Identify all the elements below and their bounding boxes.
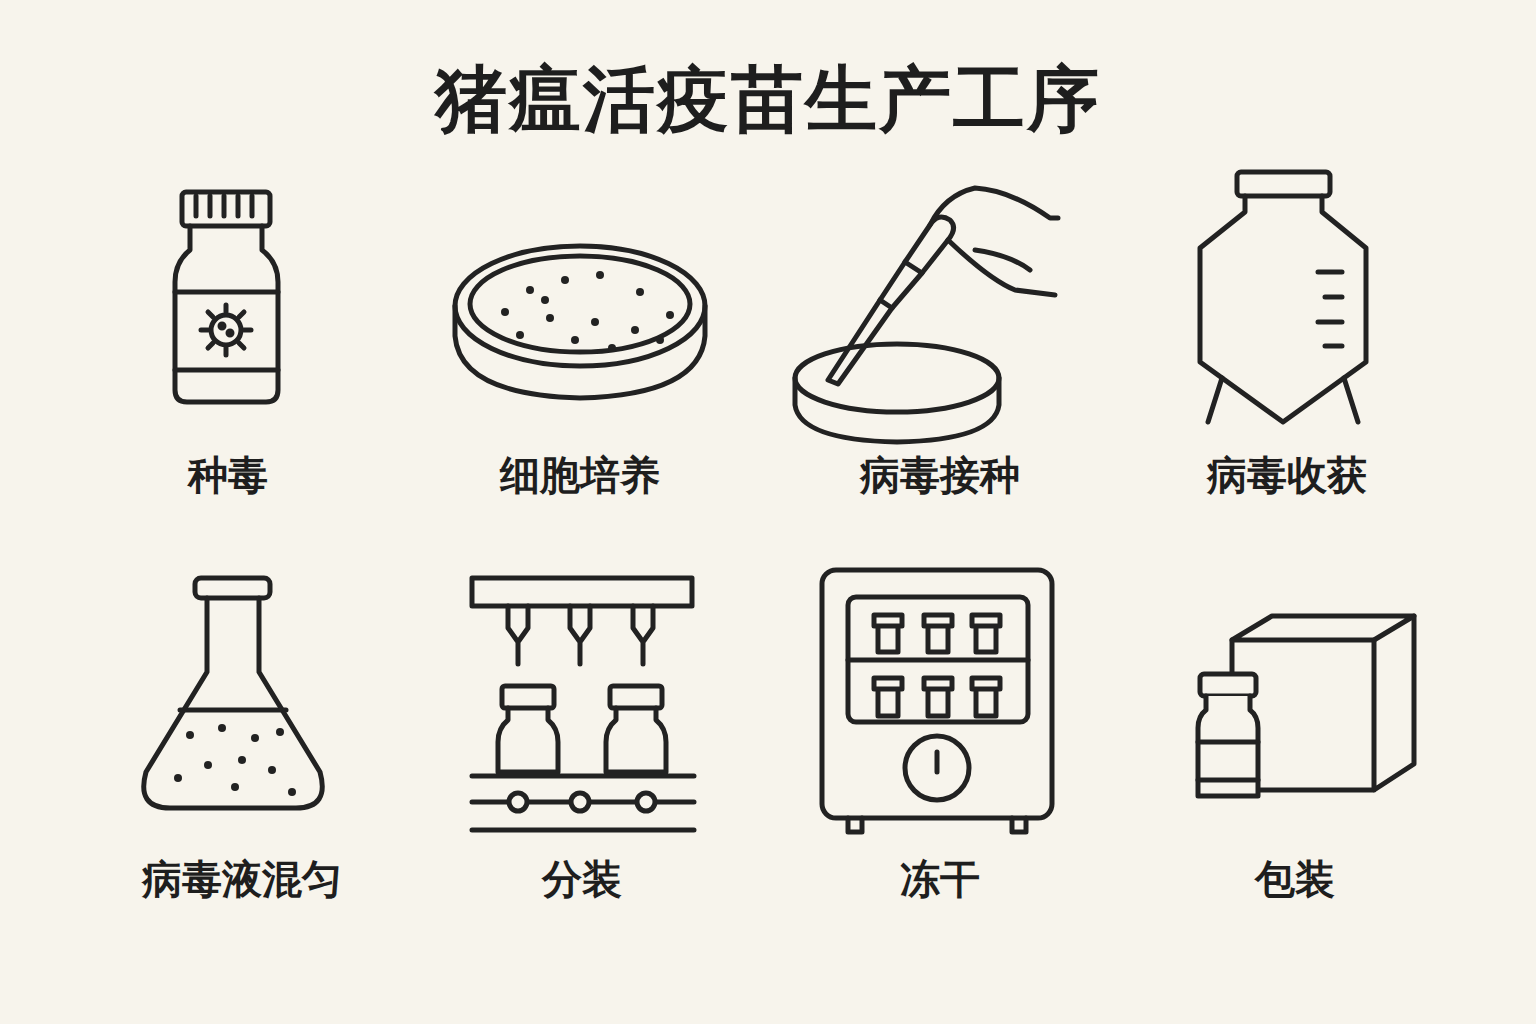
step-label: 病毒液混匀 — [142, 852, 342, 907]
inoculation-icon — [795, 188, 1058, 442]
flask-icon — [144, 578, 323, 808]
step-label: 病毒接种 — [860, 448, 1020, 503]
freeze-dryer-icon — [822, 570, 1052, 832]
filling-machine-icon — [472, 578, 694, 830]
step-label: 冻干 — [900, 852, 980, 907]
step-label: 分装 — [542, 852, 622, 907]
step-label: 病毒收获 — [1207, 448, 1367, 503]
package-icon — [1198, 616, 1414, 796]
step-label: 细胞培养 — [500, 448, 660, 503]
page-title: 猪瘟活疫苗生产工序 — [435, 52, 1101, 148]
step-label: 包装 — [1255, 852, 1335, 907]
step-label: 种毒 — [188, 448, 268, 503]
petri-dish-icon — [455, 246, 705, 398]
tank-icon — [1200, 172, 1366, 422]
bottle-icon — [175, 192, 278, 402]
